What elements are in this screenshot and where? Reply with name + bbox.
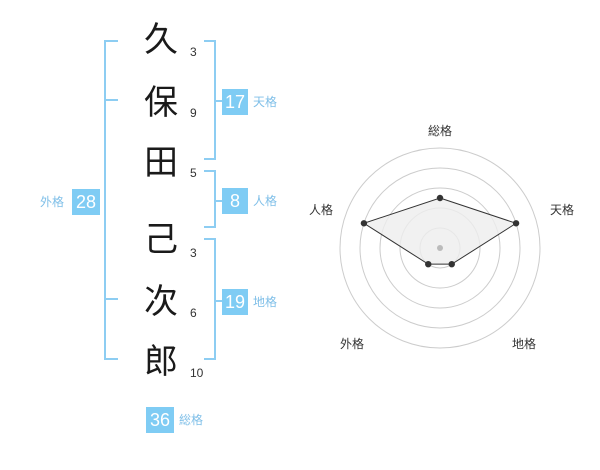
radar-ring-3 — [379, 187, 501, 309]
radar-polygon — [362, 197, 518, 265]
radar-points — [360, 194, 520, 268]
name-char-4: 己 — [144, 220, 178, 260]
name-char-5: 次 — [144, 282, 178, 322]
radar-label-soukaku: 総格 — [428, 124, 453, 138]
tenkaku-label: 天格 — [253, 95, 278, 109]
radar-point-4 — [425, 260, 432, 268]
name-char-1: 久 — [144, 20, 178, 60]
radar-label-chikaku: 地格 — [512, 337, 537, 351]
stroke-count-1: 3 — [190, 45, 197, 59]
radar-ring-4 — [359, 167, 521, 329]
radar-label-tenkaku: 天格 — [550, 203, 575, 217]
name-char-2: 保 — [144, 83, 178, 123]
radar-center-dot — [437, 245, 443, 251]
stroke-count-4: 3 — [190, 246, 197, 260]
radar-label-jinkaku: 人格 — [309, 203, 334, 217]
gaikaku-label: 外格 — [40, 195, 65, 209]
radar-grid — [339, 147, 541, 349]
radar-chart — [339, 147, 541, 349]
name-char-3: 田 — [144, 143, 178, 183]
stroke-count-5: 6 — [190, 306, 197, 320]
chikaku-label: 地格 — [253, 295, 278, 309]
soukaku-label: 総格 — [179, 413, 204, 427]
radar-label-gaikaku: 外格 — [340, 337, 365, 351]
name-char-6: 郎 — [144, 342, 178, 382]
jinkaku-score: 8 — [222, 188, 248, 214]
radar-point-1 — [436, 194, 444, 202]
radar-ring-5 — [339, 147, 541, 349]
tenkaku-score: 17 — [222, 89, 248, 115]
radar-point-3 — [448, 260, 455, 268]
stroke-count-2: 9 — [190, 106, 197, 120]
radar-point-2 — [512, 220, 520, 227]
gaikaku-score: 28 — [72, 189, 100, 215]
jinkaku-label: 人格 — [253, 194, 278, 208]
radar-point-5 — [360, 220, 368, 227]
chikaku-score: 19 — [222, 289, 248, 315]
stroke-count-6: 10 — [190, 366, 204, 380]
soukaku-score: 36 — [146, 407, 174, 433]
radar-shape — [362, 197, 518, 265]
stroke-count-3: 5 — [190, 166, 197, 180]
